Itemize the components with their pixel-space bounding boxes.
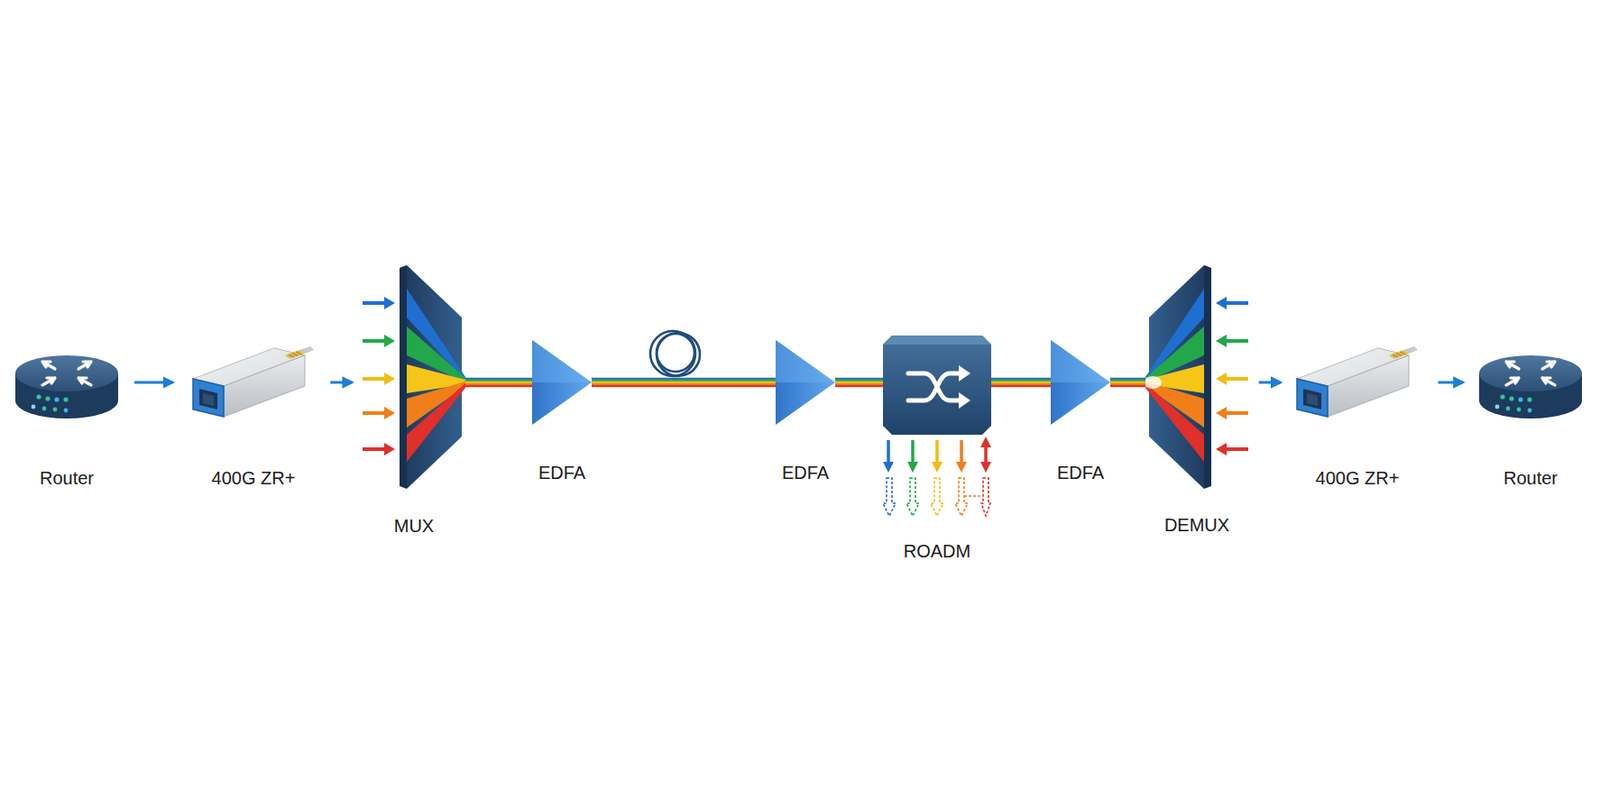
fiber-link bbox=[835, 378, 883, 387]
fiber-stripe bbox=[465, 377, 533, 380]
fiber-stripe bbox=[465, 379, 533, 382]
node-icon bbox=[882, 335, 992, 518]
demux-node: DEMUX bbox=[1145, 265, 1249, 536]
amplifier-node: EDFA bbox=[1050, 340, 1111, 484]
fiber-stripe bbox=[991, 385, 1051, 387]
node-icon bbox=[532, 340, 592, 425]
fiber-link bbox=[991, 378, 1051, 387]
signal-arrow bbox=[330, 382, 352, 384]
node-icon bbox=[187, 328, 321, 419]
node-icon bbox=[1050, 340, 1111, 425]
fiber-stripe bbox=[835, 377, 883, 380]
fiber-stripe bbox=[1110, 381, 1146, 384]
fiber-stripe bbox=[591, 379, 776, 382]
arrow-line bbox=[134, 381, 174, 385]
node-icon bbox=[1291, 328, 1425, 419]
transceiver-node: 400G ZR+ bbox=[1291, 328, 1425, 489]
node-icon bbox=[1145, 265, 1249, 489]
transceiver-node: 400G ZR+ bbox=[187, 328, 321, 489]
fiber-stripe bbox=[591, 381, 776, 384]
node-label: ROADM bbox=[903, 540, 971, 562]
fiber-stripe bbox=[1110, 379, 1146, 382]
arrow-line bbox=[330, 381, 352, 385]
roadm-node: ROADM bbox=[882, 335, 992, 562]
node-icon bbox=[775, 340, 836, 425]
fiber-stripe bbox=[591, 385, 776, 387]
fiber-stripe bbox=[991, 381, 1051, 384]
mux-node: MUX bbox=[362, 265, 466, 537]
fiber-stripe bbox=[835, 379, 883, 382]
fiber-stripe bbox=[835, 385, 883, 387]
fiber-stripe bbox=[991, 377, 1051, 380]
node-icon bbox=[1477, 349, 1584, 423]
node-label: DEMUX bbox=[1164, 514, 1230, 536]
fiber-coil bbox=[650, 331, 700, 377]
router-node: Router bbox=[13, 349, 120, 489]
amplifier-node: EDFA bbox=[532, 340, 592, 484]
router-node: Router bbox=[1477, 349, 1584, 489]
fiber-stripe bbox=[991, 379, 1051, 382]
signal-arrow bbox=[1438, 382, 1464, 384]
fiber-stripe bbox=[835, 383, 883, 386]
arrow-line bbox=[1259, 381, 1281, 385]
fiber-stripe bbox=[991, 383, 1051, 386]
fiber-stripe bbox=[591, 377, 776, 380]
signal-arrow bbox=[134, 382, 174, 384]
fiber-stripe bbox=[465, 381, 533, 384]
fiber-link bbox=[1110, 378, 1146, 387]
node-icon bbox=[362, 265, 466, 489]
fiber-stripe bbox=[1110, 385, 1146, 387]
fiber-link bbox=[591, 378, 776, 387]
fiber-link bbox=[465, 378, 533, 387]
node-label: EDFA bbox=[538, 461, 586, 484]
fiber-stripe bbox=[1110, 377, 1146, 380]
node-label: Router bbox=[39, 467, 94, 489]
fiber-stripe bbox=[465, 385, 533, 387]
arrow-line bbox=[1438, 381, 1464, 385]
node-label: 400G ZR+ bbox=[1315, 467, 1400, 489]
amplifier-node: EDFA bbox=[775, 340, 836, 484]
node-icon bbox=[13, 349, 120, 423]
node-label: MUX bbox=[394, 514, 434, 537]
node-label: 400G ZR+ bbox=[211, 467, 296, 489]
fiber-stripe bbox=[591, 383, 776, 386]
node-label: EDFA bbox=[1057, 461, 1104, 484]
node-label: EDFA bbox=[781, 461, 829, 484]
fiber-stripe bbox=[1110, 383, 1146, 386]
node-label: Router bbox=[1503, 467, 1558, 489]
fiber-stripe bbox=[465, 383, 533, 386]
signal-arrow bbox=[1259, 382, 1281, 384]
fiber-stripe bbox=[835, 381, 883, 384]
